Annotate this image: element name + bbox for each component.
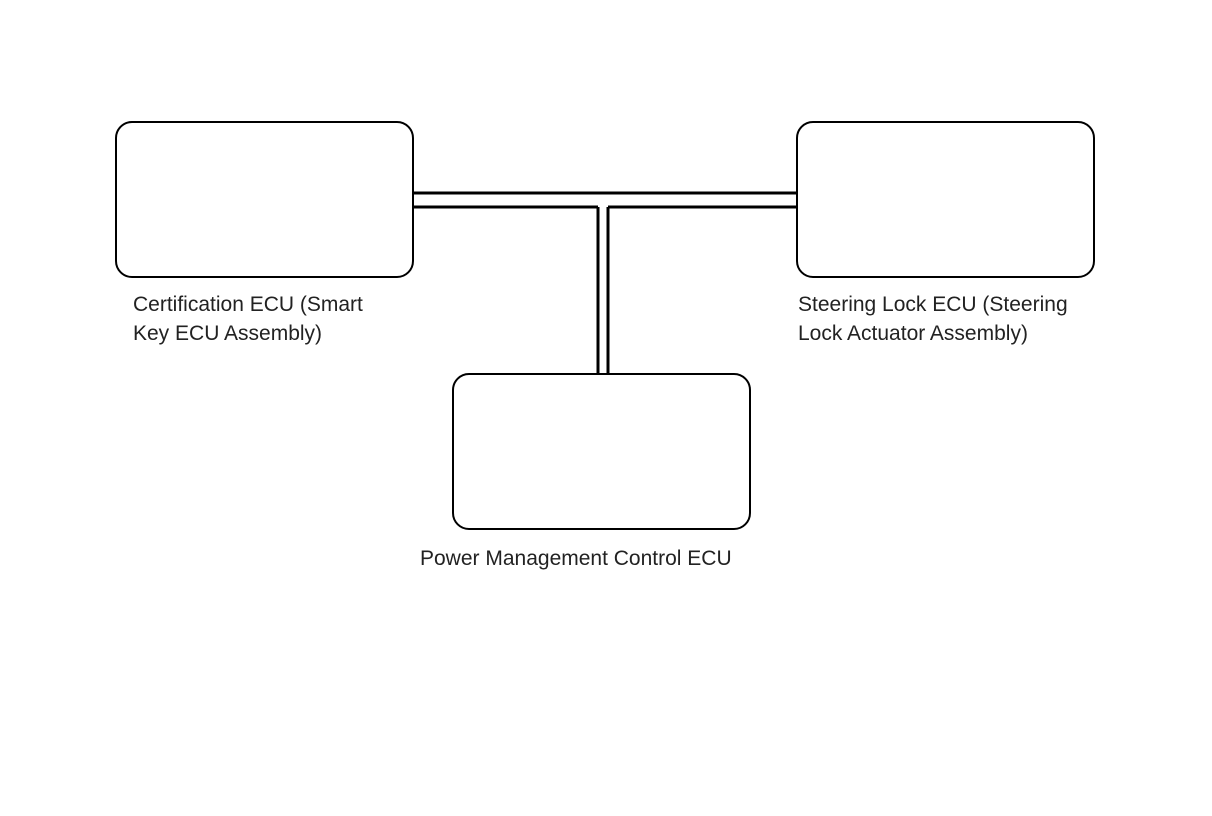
steering-lock-ecu-box [796, 121, 1095, 278]
certification-ecu-label: Certification ECU (Smart Key ECU Assembl… [133, 290, 363, 348]
communication-bus [413, 191, 797, 375]
steering-lock-ecu-label-line-2: Lock Actuator Assembly) [798, 322, 1028, 345]
certification-ecu-label-line-1: Certification ECU (Smart [133, 293, 363, 316]
power-management-ecu-label: Power Management Control ECU [420, 544, 732, 573]
power-management-ecu-label-line-1: Power Management Control ECU [420, 547, 732, 570]
power-management-ecu-box [452, 373, 751, 530]
steering-lock-ecu-label: Steering Lock ECU (Steering Lock Actuato… [798, 290, 1068, 348]
certification-ecu-box [115, 121, 414, 278]
certification-ecu-label-line-2: Key ECU Assembly) [133, 322, 323, 345]
steering-lock-ecu-label-line-1: Steering Lock ECU (Steering [798, 293, 1068, 316]
